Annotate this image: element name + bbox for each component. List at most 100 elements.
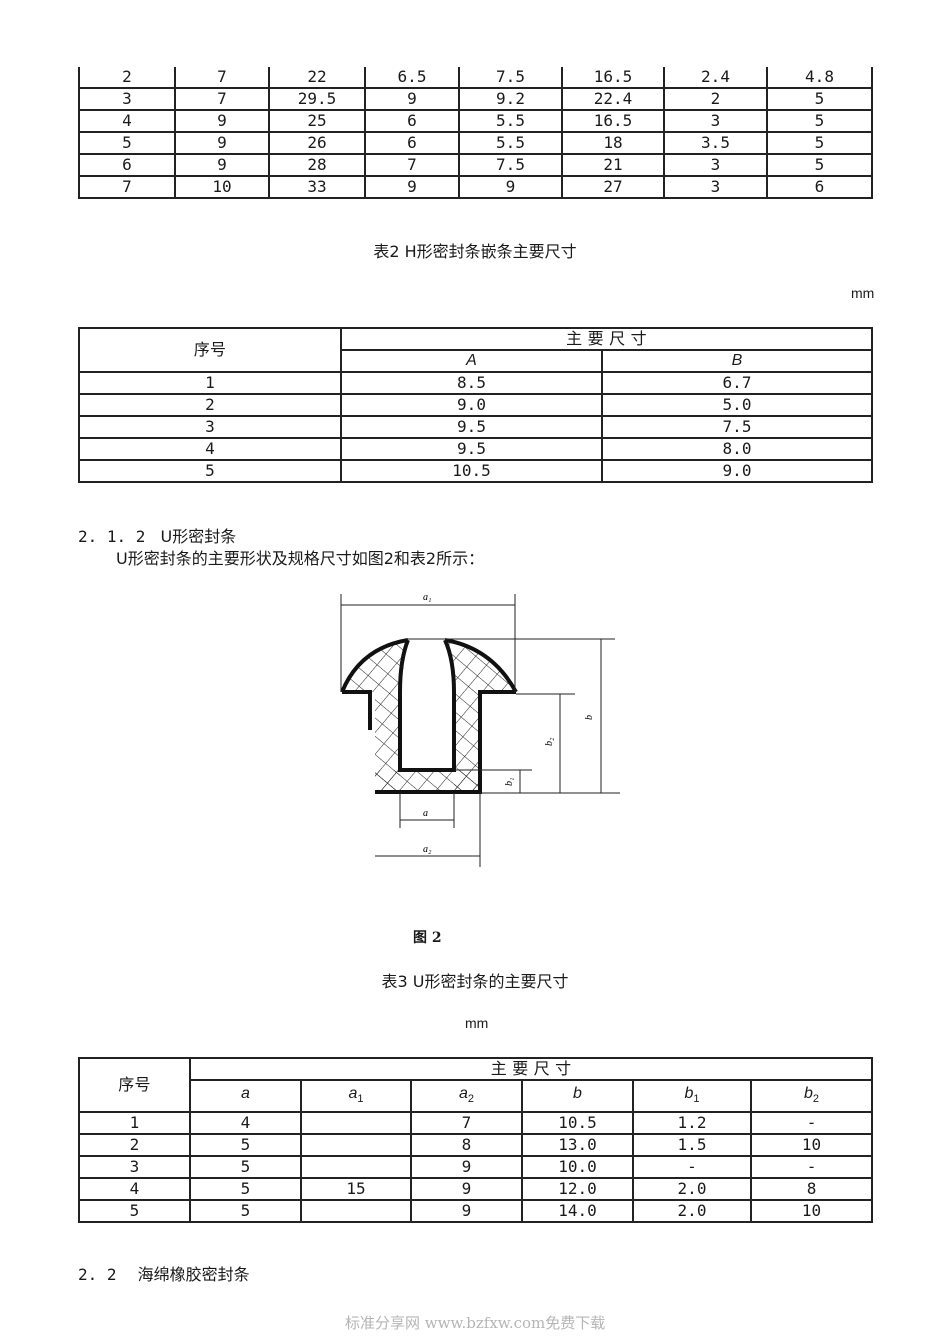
table-cell: 1: [78, 1111, 191, 1135]
table2: 序号 主 要 尺 寸 A B 1 8.5 6.7 2 9.0 5.0 3 9.5…: [78, 327, 874, 483]
column-header-group: 主 要 尺 寸: [188, 1057, 874, 1081]
table-cell: 4: [78, 437, 342, 461]
table-cell: 3.5: [663, 131, 768, 155]
table-cell: 22.4: [561, 87, 665, 111]
table-row: 4 9.5 8.0: [78, 437, 874, 461]
column-header-index: 序号: [78, 327, 342, 373]
table-cell: 16.5: [561, 109, 665, 133]
table-cell: 7: [174, 67, 270, 89]
table-cell: 3: [78, 1155, 191, 1179]
section-title: U形密封条: [160, 527, 237, 546]
column-header-A: A: [340, 349, 603, 373]
table-cell: 16.5: [561, 67, 665, 89]
table-cell: 7.5: [458, 153, 563, 177]
table-cell: 6: [364, 131, 460, 155]
table-row: 1 4 7 10.5 1.2 -: [78, 1111, 874, 1135]
table-cell: 29.5: [268, 87, 366, 111]
column-header-a1: a1: [300, 1079, 412, 1113]
table-cell: 1.5: [632, 1133, 752, 1157]
table1-partial: 2 7 22 6.5 7.5 16.5 2.4 4.8 3 7 29.5 9 9…: [78, 67, 873, 199]
table-header-row: a a1 a2 b b1 b2: [79, 1079, 874, 1113]
table-cell: 4: [78, 1177, 191, 1201]
table-cell: 3: [78, 87, 176, 111]
table-cell: 8: [410, 1133, 523, 1157]
table-cell: 1.2: [632, 1111, 752, 1135]
table-cell: 2.0: [632, 1199, 752, 1223]
table-cell: 2: [78, 393, 342, 417]
table-cell: [300, 1155, 412, 1179]
figure2-u-seal-drawing: a₁ a a₂ b b₂ b₁: [340, 592, 620, 867]
table-cell: 9.0: [340, 393, 603, 417]
table-cell: 12.0: [521, 1177, 634, 1201]
table-row: 6 9 28 7 7.5 21 3 5: [78, 153, 873, 177]
table-cell: -: [749, 1111, 874, 1135]
table-cell: 6.7: [600, 371, 874, 395]
table-cell: 2: [663, 87, 768, 111]
table-cell: 8: [749, 1177, 874, 1201]
table-cell: 27: [561, 175, 665, 199]
table-cell: 5: [189, 1133, 302, 1157]
table-cell: 4.8: [766, 67, 873, 89]
table-cell: 5: [78, 1199, 191, 1223]
label-b1: b₁: [504, 778, 515, 786]
table-cell: 8.0: [600, 437, 874, 461]
table-cell: 10: [174, 175, 270, 199]
table-cell: 7: [410, 1111, 523, 1135]
table-cell: 5: [766, 87, 873, 111]
table-cell: 3: [663, 109, 768, 133]
section-title: 海绵橡胶密封条: [137, 1265, 250, 1284]
table-cell: 6: [364, 109, 460, 133]
table-cell: 5.5: [458, 131, 563, 155]
table-cell: 8.5: [340, 371, 603, 395]
table-row: 4 9 25 6 5.5 16.5 3 5: [78, 109, 873, 133]
table-cell: 10.5: [340, 459, 603, 483]
column-header-b1: b1: [632, 1079, 752, 1113]
table-row: 3 7 29.5 9 9.2 22.4 2 5: [78, 87, 873, 111]
table-cell: 18: [561, 131, 665, 155]
table-cell: 9: [458, 175, 563, 199]
table-row: 2 5 8 13.0 1.5 10: [78, 1133, 874, 1157]
column-header-b: b: [521, 1079, 634, 1113]
table-cell: 7: [78, 175, 176, 199]
table-cell: 9: [410, 1199, 523, 1223]
table-cell: 7: [364, 153, 460, 177]
watermark-text: 标准分享网 www.bzfxw.com免费下载: [345, 1314, 606, 1332]
table-row: 5 10.5 9.0: [78, 459, 874, 483]
label-a: a: [423, 808, 428, 819]
table-cell: 10.5: [521, 1111, 634, 1135]
table-cell: 9: [174, 153, 270, 177]
table-row: 4 5 15 9 12.0 2.0 8: [78, 1177, 874, 1201]
table-cell: 9.0: [600, 459, 874, 483]
table-cell: 5.5: [458, 109, 563, 133]
table3-unit: mm: [465, 1015, 489, 1031]
table-cell: 4: [189, 1111, 302, 1135]
table-row: 5 9 26 6 5.5 18 3.5 5: [78, 131, 873, 155]
table-cell: 22: [268, 67, 366, 89]
table-cell: 2: [78, 67, 176, 89]
table2-unit: mm: [851, 285, 875, 301]
table-cell: 9: [174, 131, 270, 155]
table-cell: 10: [749, 1133, 874, 1157]
table-cell: 28: [268, 153, 366, 177]
table-cell: 5: [766, 153, 873, 177]
table3: 序号 主 要 尺 寸 a a1 a2 b b1 b2 1 4 7 10.5 1.…: [78, 1057, 874, 1223]
table-cell: 3: [78, 415, 342, 439]
section-2-1-2-body: U形密封条的主要形状及规格尺寸如图2和表2所示：: [116, 549, 485, 568]
table-row: 3 9.5 7.5: [78, 415, 874, 439]
table-cell: 5.0: [600, 393, 874, 417]
section-number: 2. 2: [78, 1265, 117, 1284]
table-cell: 9.5: [340, 415, 603, 439]
table-cell: 4: [78, 109, 176, 133]
figure2-caption: 图 2: [413, 930, 442, 946]
table-cell: 10: [749, 1199, 874, 1223]
table-cell: 2.0: [632, 1177, 752, 1201]
column-header-group: 主 要 尺 寸: [339, 327, 874, 351]
label-a1: a₁: [423, 592, 431, 603]
table-cell: 5: [189, 1155, 302, 1179]
table-cell: 9: [364, 87, 460, 111]
column-header-index: 序号: [78, 1057, 191, 1113]
table-cell: 9: [410, 1177, 523, 1201]
table-cell: 5: [189, 1177, 302, 1201]
section-number: 2. 1. 2: [78, 527, 146, 546]
table-cell: 9: [410, 1155, 523, 1179]
